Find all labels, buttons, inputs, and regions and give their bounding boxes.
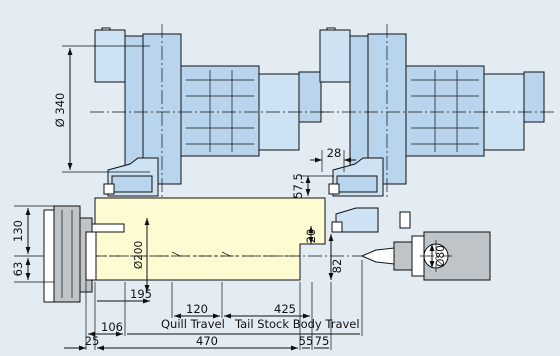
label-quill-travel: Quill Travel [161, 317, 225, 331]
dim-25: 25 [85, 334, 100, 348]
turret-right [319, 24, 556, 233]
dim-425: 425 [274, 302, 296, 316]
tailstock [360, 211, 491, 281]
dim-20: 20 [304, 229, 318, 244]
dim-82: 82 [330, 259, 344, 274]
work-envelope [44, 197, 380, 281]
dim-75: 75 [315, 334, 330, 348]
dim-63: 63 [11, 262, 25, 277]
chuck [43, 205, 125, 303]
dimension-lines [14, 45, 435, 351]
dim-130: 130 [11, 220, 25, 242]
dim-diameter-200: Ø200 [133, 241, 145, 269]
dim-106: 106 [101, 320, 123, 334]
dim-diameter-340: Ø 340 [53, 93, 67, 128]
turret-left [90, 24, 330, 198]
label-tail-stock-body-travel: Tail Stock Body Travel [234, 317, 360, 331]
dim-120: 120 [186, 302, 208, 316]
dim-57-5: 57,5 [291, 173, 305, 199]
dim-55: 55 [299, 334, 314, 348]
dim-470: 470 [196, 334, 218, 348]
dim-28: 28 [327, 146, 342, 160]
dim-diameter-80: Ø80 [435, 245, 447, 267]
dim-195: 195 [130, 287, 152, 301]
